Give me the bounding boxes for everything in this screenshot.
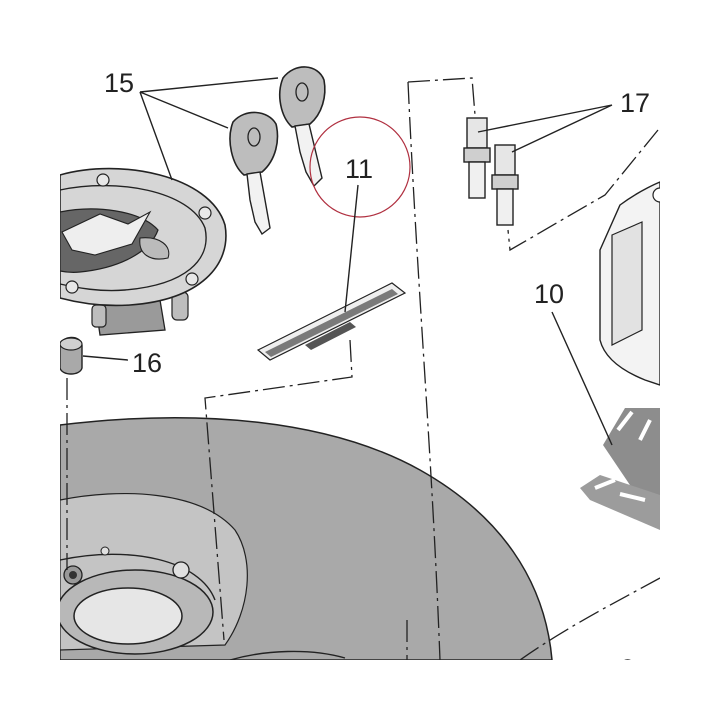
fitting-right-spigot: [496, 188, 514, 226]
leader-17: [477, 104, 613, 153]
decal-11-stripe: [265, 289, 398, 357]
cap-screw-3: [185, 272, 199, 286]
highlight-circle: [309, 116, 411, 218]
callout-17: 17: [620, 88, 650, 118]
key-right: [279, 66, 326, 188]
ecu-box-face: [611, 221, 643, 346]
key-left-blade: [246, 171, 271, 236]
mount-hole-c: [100, 546, 110, 556]
callout-16: 16: [132, 348, 162, 378]
key-right-head: [279, 66, 326, 128]
fuel-tank: [56, 417, 553, 661]
key-left-hole: [247, 127, 261, 147]
cap-bolt-left: [91, 304, 107, 328]
decal-10: [580, 408, 660, 530]
cap-flange-rim: [59, 184, 207, 292]
cap-screw-1: [96, 173, 110, 187]
fuel-cap-assembly: [59, 167, 227, 336]
filler-neck-inner: [73, 587, 183, 645]
grommet-top: [59, 337, 83, 351]
axis-line-decal11: [204, 339, 353, 641]
fitting-left-thread: [466, 117, 488, 149]
crop-mask-left: [0, 0, 60, 720]
fuel-tank-recess-edge: [59, 553, 216, 601]
fitting-17-right: [491, 144, 519, 226]
assembly-lines: [66, 77, 661, 661]
leader-16: [82, 355, 129, 361]
axis-line-fittings: [407, 77, 476, 116]
cap-hinge: [139, 237, 170, 260]
crop-mask-bottom: [0, 660, 720, 720]
key-left: [229, 111, 279, 236]
ecu-box: [599, 180, 668, 386]
axis-line-right-lower: [519, 577, 661, 661]
cap-screw-4: [65, 280, 79, 294]
callout-10: 10: [534, 279, 564, 309]
decal-10-small: [580, 475, 660, 530]
fuel-tank-lower-edge: [229, 650, 346, 661]
grommet-16: [59, 336, 83, 375]
decal-11-accent: [305, 322, 356, 350]
fitting-right-thread: [494, 144, 516, 176]
crop-mask-right: [660, 0, 720, 720]
key-left-head: [229, 111, 279, 176]
leader-10: [551, 311, 613, 446]
callout-15: 15: [104, 68, 134, 98]
cap-lid-light: [61, 210, 152, 256]
callout-11: 11: [345, 154, 373, 184]
axis-line-main: [407, 81, 441, 661]
axis-line-right-upper: [507, 129, 659, 252]
mount-hole-b: [172, 561, 190, 579]
key-right-hole: [295, 82, 309, 102]
decal-11: [256, 282, 407, 361]
leader-15: [139, 77, 279, 181]
fitting-left-hex: [463, 147, 491, 163]
decal-10-white-cut: [594, 410, 652, 502]
leader-11: [344, 184, 359, 313]
fitting-left-spigot: [468, 161, 486, 199]
mount-hole-a-inner: [69, 571, 77, 579]
leader-lines: [82, 77, 613, 446]
fitting-right-hex: [491, 174, 519, 190]
fitting-17-left: [463, 117, 491, 199]
key-right-blade: [294, 123, 323, 188]
cap-screw-2: [198, 206, 212, 220]
